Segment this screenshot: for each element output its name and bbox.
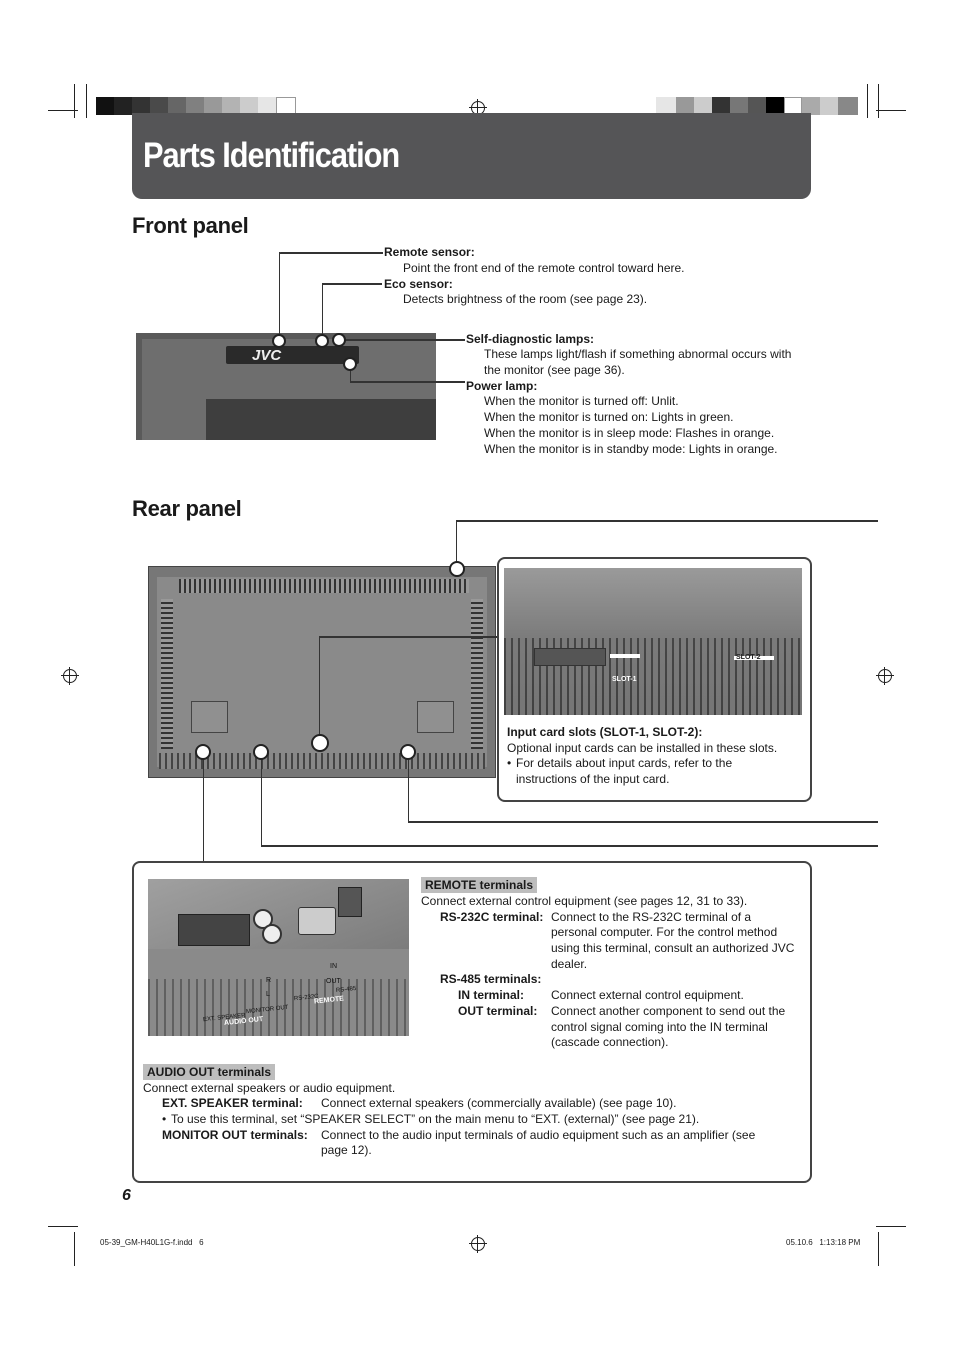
- footer-file-name: 05-39_GM-H40L1G-f.indd 6: [100, 1238, 204, 1247]
- remote-sensor-text: Point the front end of the remote contro…: [403, 261, 685, 275]
- self-diagnostic-label: Self-diagnostic lamps:: [466, 332, 595, 346]
- power-lamp-line-2: When the monitor is turned on: Lights in…: [484, 410, 734, 424]
- power-lamp-line-1: When the monitor is turned off: Unlit.: [484, 394, 679, 408]
- page-title: Parts Identification: [143, 136, 400, 175]
- terminal-label-r: R: [266, 977, 272, 984]
- power-lamp-line-4: When the monitor is in standby mode: Lig…: [484, 442, 778, 456]
- monitor-out-line-1: Connect to the audio input terminals of …: [321, 1128, 756, 1142]
- input-slots-bullet-marker: •: [507, 756, 512, 770]
- audio-out-marker: [195, 744, 211, 760]
- rs232c-line-3: using this terminal, consult an authoriz…: [551, 941, 795, 955]
- terminals-illustration: R L IN OUT RS-232C RS-485 EXT. SPEAKER M…: [148, 879, 409, 1036]
- out-terminal-label: OUT terminal:: [458, 1004, 538, 1018]
- self-diagnostic-text-2: the monitor (see page 36).: [484, 363, 625, 377]
- terminal-label-l: L: [266, 991, 270, 998]
- input-slot-marker: [311, 734, 329, 752]
- input-slots-text: Optional input cards can be installed in…: [507, 741, 778, 755]
- footer-timestamp: 05.10.6 1:13:18 PM: [786, 1238, 861, 1247]
- remote-terminals-heading: REMOTE terminals: [421, 877, 538, 893]
- jvc-logo: JVC: [252, 347, 282, 364]
- in-terminal-label: IN terminal:: [458, 988, 525, 1002]
- audio-out-bullet: To use this terminal, set “SPEAKER SELEC…: [171, 1112, 700, 1126]
- registration-mark-right: [876, 667, 894, 685]
- monitor-out-line-2: page 12).: [321, 1143, 372, 1157]
- registration-mark-bottom: [469, 1235, 487, 1253]
- out-terminal-line-3: (cascade connection).: [551, 1035, 669, 1049]
- ext-speaker-text: Connect external speakers (commercially …: [321, 1096, 677, 1110]
- out-terminal-line-1: Connect another component to send out th…: [551, 1004, 786, 1018]
- remote-sensor-label: Remote sensor:: [384, 245, 475, 259]
- input-slots-bullet-1: For details about input cards, refer to …: [516, 756, 733, 770]
- input-slots-label: Input card slots (SLOT-1, SLOT-2):: [507, 725, 703, 739]
- rs232c-label: RS-232C terminal:: [440, 910, 544, 924]
- remote-sensor-marker: [272, 334, 286, 348]
- slot-2-label: SLOT-2: [736, 654, 761, 661]
- audio-out-bullet-marker: •: [162, 1112, 167, 1126]
- rs485-label: RS-485 terminals:: [440, 972, 542, 986]
- remote-terminals-marker: [253, 744, 269, 760]
- front-panel-illustration: JVC: [136, 333, 436, 440]
- rs232c-line-1: Connect to the RS-232C terminal of a: [551, 910, 752, 924]
- eco-sensor-label: Eco sensor:: [384, 277, 453, 291]
- remote-terminals-intro: Connect external control equipment (see …: [421, 894, 748, 908]
- rs232c-line-4: dealer.: [551, 957, 588, 971]
- input-slots-illustration: SLOT-1 SLOT-2: [504, 568, 802, 715]
- lower-terminal-marker: [400, 744, 416, 760]
- terminal-label-in: IN: [330, 963, 337, 970]
- monitor-out-label: MONITOR OUT terminals:: [162, 1128, 308, 1142]
- eco-sensor-text: Detects brightness of the room (see page…: [403, 292, 648, 306]
- ext-speaker-label: EXT. SPEAKER terminal:: [162, 1096, 303, 1110]
- eco-sensor-marker: [315, 334, 329, 348]
- terminal-label-out: OUT: [326, 978, 341, 985]
- slot-1-label: SLOT-1: [612, 676, 637, 683]
- audio-out-heading: AUDIO OUT terminals: [143, 1064, 276, 1080]
- front-panel-heading: Front panel: [132, 213, 249, 238]
- title-bar: [132, 113, 811, 199]
- rear-panel-heading: Rear panel: [132, 496, 242, 521]
- power-lamp-label: Power lamp:: [466, 379, 538, 393]
- self-diagnostic-text-1: These lamps light/flash if something abn…: [484, 347, 792, 361]
- in-terminal-text: Connect external control equipment.: [551, 988, 744, 1002]
- input-slots-bullet-2: instructions of the input card.: [516, 772, 670, 786]
- power-lamp-marker: [343, 357, 357, 371]
- power-lamp-line-3: When the monitor is in sleep mode: Flash…: [484, 426, 775, 440]
- top-terminal-marker: [449, 561, 465, 577]
- audio-out-intro: Connect external speakers or audio equip…: [143, 1081, 396, 1095]
- out-terminal-line-2: control signal coming into the IN termin…: [551, 1020, 768, 1034]
- self-diagnostic-marker: [332, 333, 346, 347]
- rs232c-line-2: personal computer. For the control metho…: [551, 925, 778, 939]
- page-number: 6: [122, 1187, 131, 1204]
- registration-mark-left: [61, 667, 79, 685]
